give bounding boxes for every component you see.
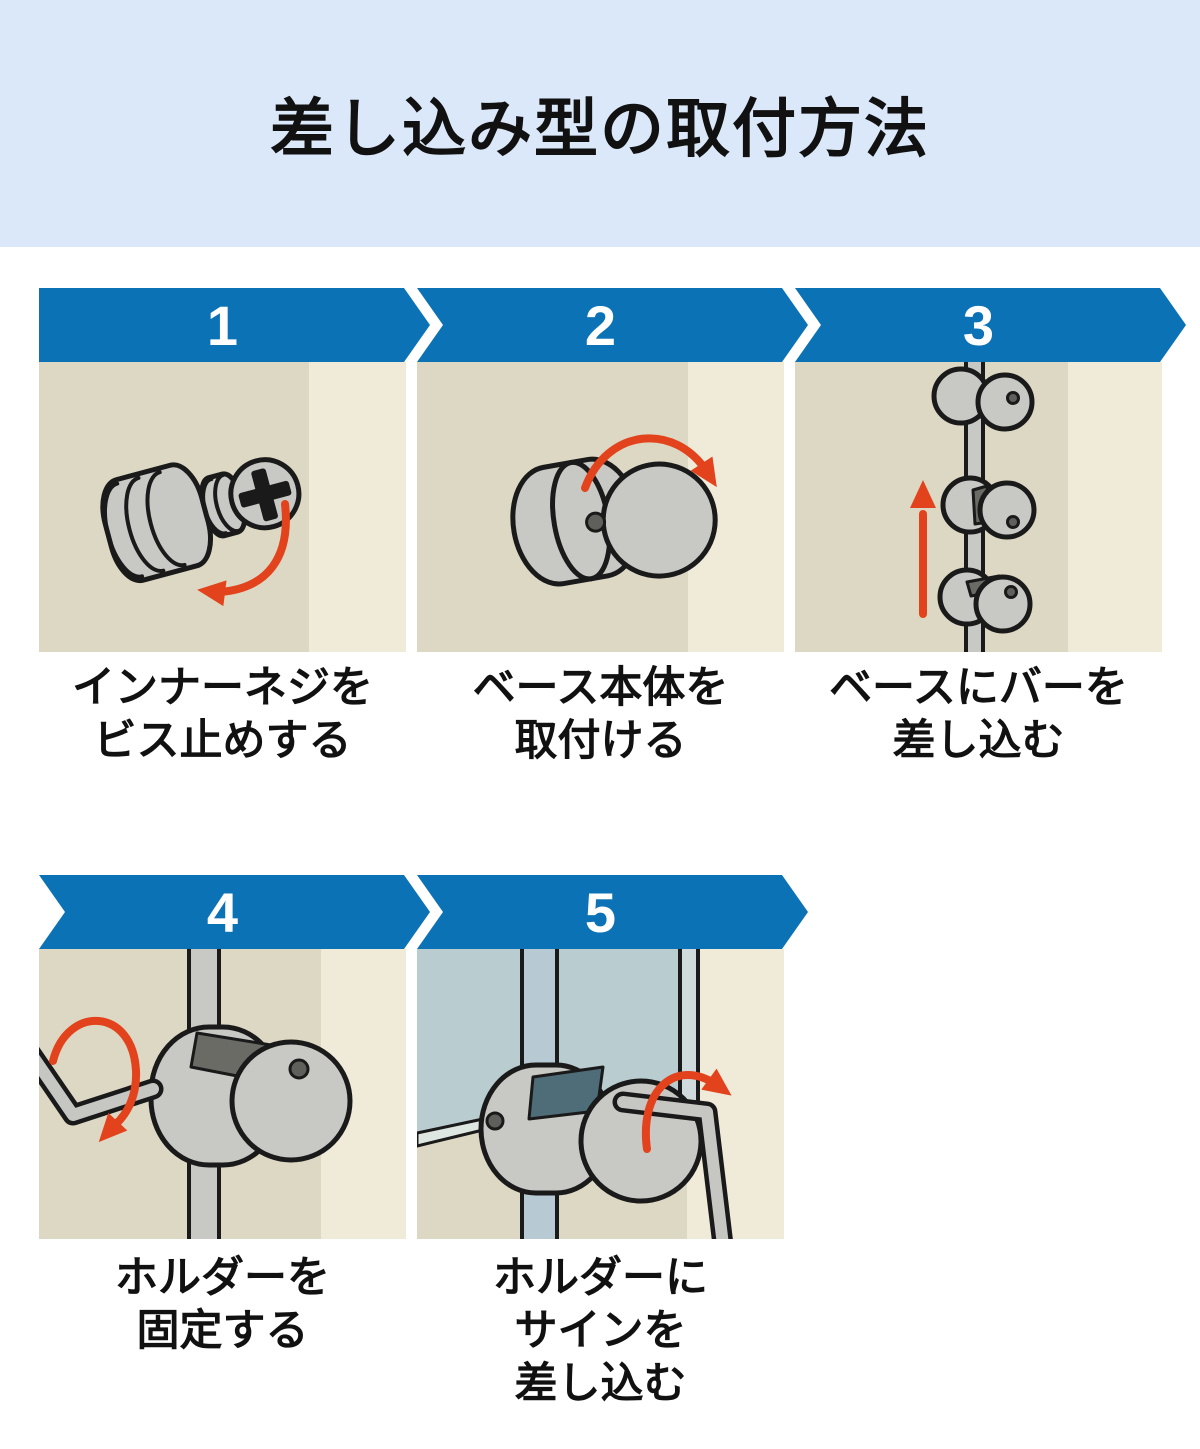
- caption-line: 取付ける: [514, 717, 687, 765]
- rotate-clockwise-arrow-icon: [581, 434, 717, 492]
- base-middle-icon: [940, 475, 1037, 540]
- inner-screw-icon: [100, 457, 302, 584]
- caption-line: ホルダーを: [115, 1254, 330, 1302]
- base-body-icon: [510, 456, 718, 587]
- inner-screw-art: [39, 362, 406, 652]
- tighten-arrow-icon: [49, 1017, 141, 1143]
- base-bottom-icon: [937, 567, 1033, 634]
- hanging-bar-bottom: [520, 1185, 559, 1239]
- step-banner-2: 2: [417, 288, 808, 362]
- rotate-counterclockwise-arrow-icon: [197, 500, 290, 607]
- caption-line: 差し込む: [892, 717, 1065, 765]
- caption-line: サインを: [514, 1307, 687, 1355]
- hex-key-icon: [39, 1046, 164, 1126]
- base-body-art: [417, 362, 784, 652]
- base-top-icon: [931, 366, 1035, 432]
- step1-caption: インナーネジを ビス止めする: [39, 662, 406, 768]
- step5-caption: ホルダーに サインを 差し込む: [417, 1252, 784, 1411]
- caption-line: ビス止めする: [93, 717, 352, 765]
- bar-into-base-art: [795, 362, 1162, 652]
- step3-illustration: [795, 362, 1162, 652]
- rotate-clockwise-arrow-icon: [641, 1068, 732, 1153]
- step-number-4: 4: [206, 880, 239, 944]
- step-banner-4: 4: [39, 875, 430, 949]
- step1-illustration: [39, 362, 406, 652]
- caption-line: インナーネジを: [72, 664, 373, 712]
- step-number-2: 2: [584, 293, 617, 357]
- caption-line: ホルダーに: [493, 1254, 708, 1302]
- step5-illustration: [417, 949, 784, 1239]
- wall-light: [1068, 362, 1162, 652]
- step-banner-1: 1: [39, 288, 430, 362]
- holder-icon: [148, 1024, 353, 1168]
- caption-line: ベース本体を: [472, 664, 729, 712]
- step4-caption: ホルダーを 固定する: [39, 1252, 406, 1358]
- vertical-bar-bottom: [187, 1153, 221, 1239]
- step-banner-3: 3: [795, 288, 1186, 362]
- vertical-bar-top: [187, 949, 221, 1039]
- step2-illustration: [417, 362, 784, 652]
- caption-line: 差し込む: [514, 1360, 687, 1408]
- step2-caption: ベース本体を 取付ける: [417, 662, 784, 768]
- step-banner-5: 5: [417, 875, 808, 949]
- wall-light: [309, 362, 406, 652]
- fix-holder-art: [39, 949, 406, 1239]
- caption-line: ベースにバーを: [829, 664, 1128, 712]
- step3-caption: ベースにバーを 差し込む: [795, 662, 1162, 768]
- holder-icon: [478, 1062, 704, 1204]
- insert-sign-art: [417, 949, 784, 1239]
- step-number-5: 5: [584, 880, 617, 944]
- page-title: 差し込み型の取付方法: [270, 92, 930, 165]
- step4-illustration: [39, 949, 406, 1239]
- caption-line: 固定する: [136, 1307, 309, 1355]
- insert-up-arrow-icon: [910, 480, 936, 618]
- hanging-bar-top: [520, 949, 559, 1079]
- step-number-1: 1: [206, 293, 239, 357]
- step-number-3: 3: [962, 293, 995, 357]
- title-band: 差し込み型の取付方法: [0, 0, 1200, 247]
